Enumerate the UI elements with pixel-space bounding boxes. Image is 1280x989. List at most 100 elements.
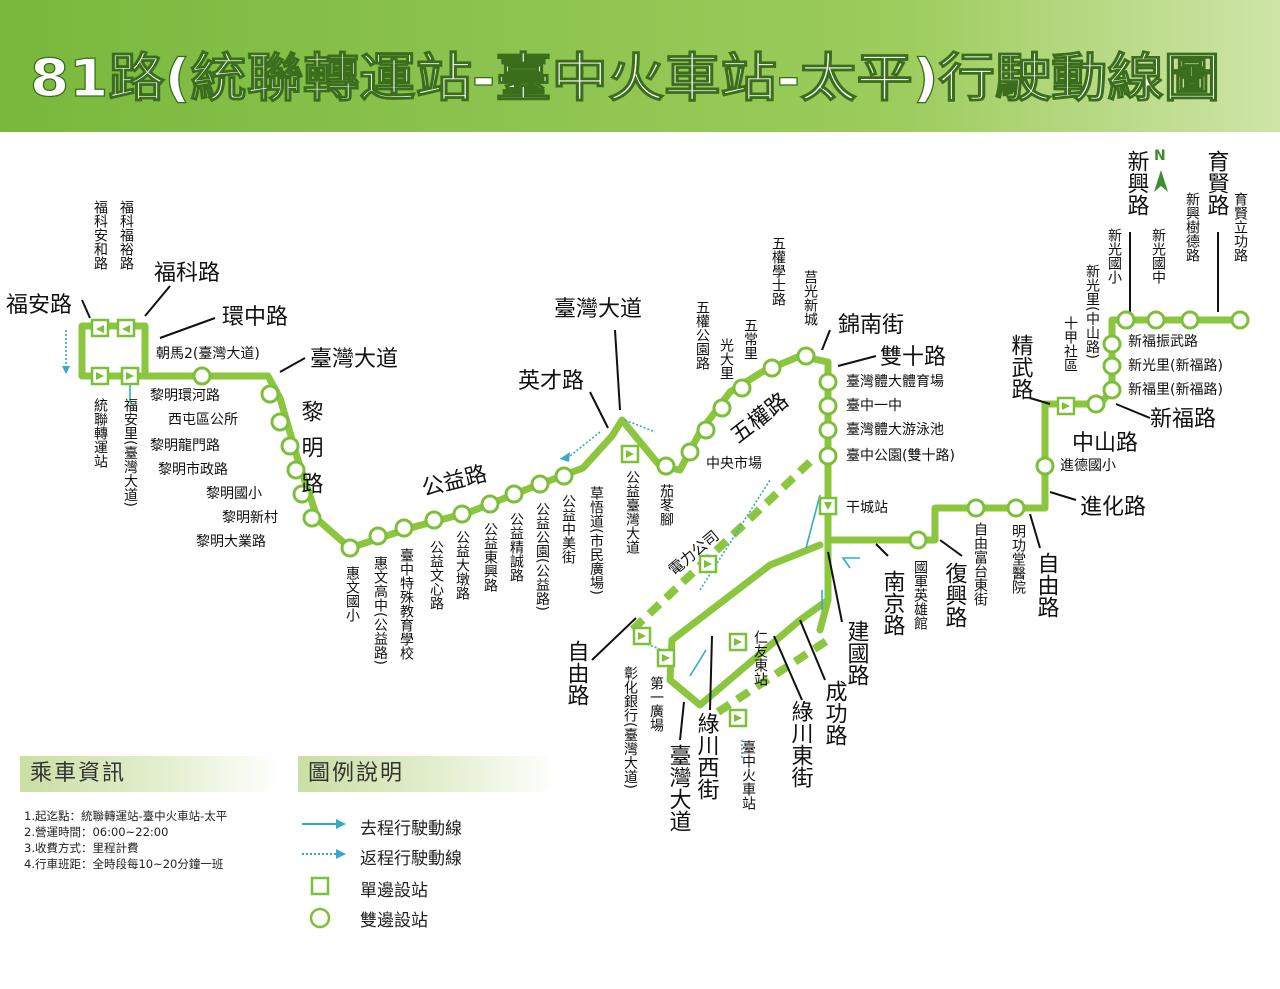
road-wuquan: 五權路 [726, 388, 793, 448]
road-jinnan: 錦南街 [838, 313, 904, 338]
svg-text:莒光新城: 莒光新城 [802, 270, 818, 327]
svg-text:福安里(臺灣大道): 福安里(臺灣大道) [122, 398, 138, 507]
station-hero-hall[interactable] [908, 530, 928, 550]
station-liming-village[interactable] [302, 508, 322, 528]
svg-text:十甲社區: 十甲社區 [1062, 316, 1078, 372]
svg-text:育賢立功路: 育賢立功路 [1232, 192, 1248, 262]
road-huanzhong: 環中路 [222, 305, 288, 330]
svg-text:公益公園(公益路): 公益公園(公益路) [534, 502, 550, 611]
road-zhongshan: 中山路 [1072, 431, 1138, 456]
station-jiadong[interactable] [656, 456, 676, 476]
road-chenggong: 成功路 [822, 680, 848, 746]
road-taiwan-mid: 臺灣大道 [554, 297, 642, 322]
svg-text:黎明國小: 黎明國小 [206, 486, 262, 502]
road-taiwan-west: 臺灣大道 [310, 347, 398, 372]
svg-text:仁友東站: 仁友東站 [752, 630, 768, 686]
svg-text:黎明大業路: 黎明大業路 [196, 534, 266, 550]
svg-text:臺中公園(雙十路): 臺中公園(雙十路) [846, 448, 955, 464]
svg-text:黎明龍門路: 黎明龍門路 [150, 437, 220, 454]
legend-double-stop: 雙邊設站 [360, 911, 428, 931]
svg-text:臺中一中: 臺中一中 [846, 398, 902, 414]
svg-text:自由富台東街: 自由富台東街 [972, 522, 988, 606]
svg-text:臺中火車站: 臺中火車站 [740, 740, 756, 810]
road-jingwu: 精武路 [1008, 334, 1034, 400]
svg-text:新福振武路: 新福振武路 [1128, 334, 1198, 350]
station-xinfu-li[interactable] [1102, 356, 1122, 376]
station-labels-vertical: 福科安和路 福科福裕路 統聯轉運站 福安里(臺灣大道) 惠文國小 惠文高中(公益… [92, 192, 1248, 810]
svg-text:公益精誠路: 公益精誠路 [508, 512, 524, 582]
road-nanjing: 南京路 [880, 570, 906, 636]
svg-text:統聯轉運站: 統聯轉運站 [92, 398, 108, 468]
svg-text:臺中特殊教育學校: 臺中特殊教育學校 [398, 548, 414, 660]
svg-text:明功堂醫院: 明功堂醫院 [1010, 524, 1026, 595]
road-lvchuan-west: 綠川西街 [694, 712, 720, 800]
svg-text:國軍英雄館: 國軍英雄館 [912, 560, 928, 630]
station-chaoma[interactable] [192, 366, 212, 386]
single-stop-arrows [96, 325, 1070, 722]
legend-heading: 圖例說明 [298, 756, 558, 792]
direction-markers [62, 330, 860, 760]
station-taichung-park[interactable] [818, 446, 838, 466]
svg-text:彰化銀行(臺灣大道): 彰化銀行(臺灣大道) [622, 665, 638, 789]
svg-text:公益文心路: 公益文心路 [428, 540, 444, 610]
road-fuxing: 復興路 [942, 562, 968, 628]
svg-text:五權公園路: 五權公園路 [694, 300, 710, 370]
road-gongyi: 公益路 [419, 462, 489, 502]
station-minggong[interactable] [1006, 498, 1026, 518]
svg-text:新光里(新福路): 新光里(新福路) [1128, 358, 1223, 374]
info-panel: 乘車資訊 1.起迄點：統聯轉運站-臺中火車站-太平 2.營運時間：06:00~2… [20, 756, 290, 876]
station-pool[interactable] [818, 420, 838, 440]
svg-text:公益大墩路: 公益大墩路 [454, 530, 470, 600]
svg-text:第一廣場: 第一廣場 [648, 675, 664, 732]
map-title: 81路(統聯轉運站-臺中火車站-太平)行駛動線圖 [30, 49, 1220, 109]
svg-text:黎明新村: 黎明新村 [222, 510, 278, 526]
svg-text:西屯區公所: 西屯區公所 [168, 412, 238, 428]
station-jinde[interactable] [1035, 456, 1055, 476]
legend-panel: 圖例說明 去程行駛動線 返程行駛動線 單邊設站 雙邊設站 [298, 756, 598, 936]
svg-text:公益臺灣大道: 公益臺灣大道 [624, 470, 640, 555]
legend-symbols [302, 819, 346, 929]
north-arrow-icon: N [1154, 148, 1168, 192]
road-yuxian: 育賢路 [1204, 150, 1230, 216]
info-line-1: 1.起迄點：統聯轉運站-臺中火車站-太平 [24, 809, 228, 823]
legend-return: 返程行駛動線 [360, 849, 462, 869]
road-fuke: 福科路 [154, 261, 220, 286]
info-line-4: 4.行車班距：全時段每10~20分鐘一班 [24, 857, 224, 871]
station-huiwen-school[interactable] [340, 538, 360, 558]
svg-text:中央市場: 中央市場 [706, 455, 762, 472]
road-jinhua: 進化路 [1080, 495, 1146, 520]
legend-outbound: 去程行駛動線 [360, 819, 462, 839]
station-xinguang-xinfu[interactable] [1102, 334, 1122, 354]
road-xinxing: 新興路 [1124, 150, 1150, 216]
header-banner: 81路(統聯轉運站-臺中火車站-太平)行駛動線圖 [0, 0, 1280, 132]
svg-text:新福里(新福路): 新福里(新福路) [1128, 382, 1223, 398]
return-arrow-icon [302, 849, 346, 859]
station-gym[interactable] [818, 372, 838, 392]
taipower-segment [627, 459, 831, 716]
info-line-3: 3.收費方式：里程計費 [24, 841, 139, 855]
svg-text:新光國中: 新光國中 [1150, 228, 1166, 284]
compass-label: N [1154, 148, 1166, 164]
double-side-stops [192, 310, 1250, 558]
svg-text:光大里: 光大里 [718, 338, 734, 380]
outbound-arrow-icon [302, 819, 346, 829]
svg-text:臺灣體大游泳池: 臺灣體大游泳池 [846, 422, 944, 438]
station-taichung-first[interactable] [818, 396, 838, 416]
svg-text:新光國小: 新光國小 [1106, 228, 1122, 285]
legend-single-stop: 單邊設站 [360, 881, 428, 901]
vertical-road-labels: 黎明路 精武路 新興路 育賢路 自由路 復興路 南京路 建國路 成功路 綠川東街… [298, 150, 1230, 832]
station-liming-school[interactable] [292, 484, 312, 504]
single-stop-square-icon [310, 876, 330, 896]
road-ziyou-east: 自由路 [1034, 552, 1060, 618]
double-stop-circle-icon [309, 907, 331, 929]
svg-text:黎明環河路: 黎明環河路 [150, 388, 220, 404]
svg-text:公益東興路: 公益東興路 [482, 522, 498, 592]
svg-text:黎明市政路: 黎明市政路 [158, 461, 228, 478]
svg-text:五常里: 五常里 [742, 318, 758, 360]
svg-text:公益中美街: 公益中美街 [560, 494, 576, 564]
station-xinguang-middle[interactable] [1146, 310, 1166, 330]
svg-text:惠文國小: 惠文國小 [344, 566, 360, 623]
svg-text:五權學士路: 五權學士路 [770, 236, 786, 306]
station-xitun[interactable] [260, 384, 280, 404]
